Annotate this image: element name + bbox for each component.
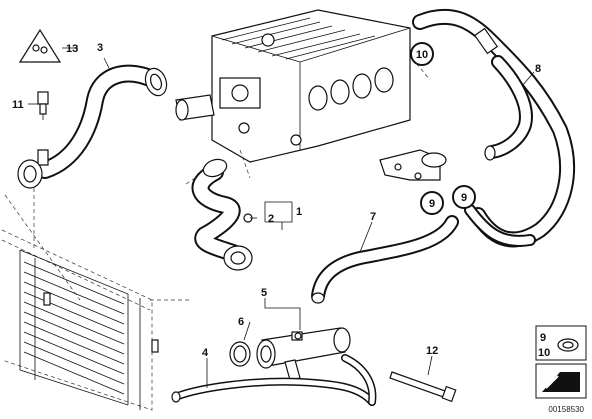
cable-tie [389,371,457,403]
callout-8: 8 [535,63,541,75]
leader-lines [28,47,535,388]
clamp-legend-box: 9 10 [535,325,587,361]
coolant-outlet-bracket [379,149,447,181]
callout-2: 2 [268,213,274,225]
temperature-sensor [37,91,49,120]
hose-small-9 [464,204,536,247]
legend-label-top: 9 [540,332,546,344]
engine-cylinder-head [175,9,431,185]
reference-box [535,363,587,399]
hose-1 [191,158,253,271]
o-ring-inner [233,345,247,363]
hose-7 [311,215,459,304]
hose-3 [17,64,168,189]
callout-13: 13 [66,43,78,55]
hose-4 [171,354,377,406]
callout-9b: 9 [461,192,467,204]
callout-12: 12 [426,345,438,357]
callout-9a: 9 [429,198,435,210]
callout-5: 5 [261,287,267,299]
callout-labels: 13 3 11 1 2 7 8 5 6 4 12 [12,42,541,359]
thermostat-housing [256,327,351,381]
callout-1: 1 [296,206,302,218]
circled-callout-9b: 9 [452,185,476,209]
callout-4: 4 [202,347,209,359]
callout-10: 10 [416,49,428,61]
warning-triangle-icon [18,28,62,63]
callout-3: 3 [97,42,103,54]
radiator [1,188,190,411]
circled-callout-10: 10 [410,42,434,66]
legend-label-bottom: 10 [538,347,550,359]
image-number: 00158530 [548,405,584,414]
callout-11: 11 [12,99,24,111]
circled-callout-9a: 9 [420,191,444,215]
callout-6: 6 [238,316,244,328]
callout-7: 7 [370,211,376,223]
